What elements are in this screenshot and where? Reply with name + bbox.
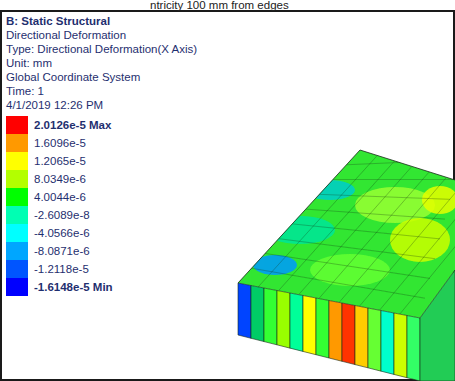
mesh-line bbox=[346, 160, 455, 165]
contour-patch bbox=[310, 254, 390, 286]
front-face-strip bbox=[368, 308, 381, 371]
result-info: Global Coordinate System bbox=[6, 70, 140, 84]
contour-patch bbox=[265, 216, 335, 244]
legend-swatch bbox=[6, 260, 28, 278]
result-info: Type: Directional Deformation(X Axis) bbox=[6, 42, 197, 56]
legend-value: -8.0871e-6 bbox=[34, 244, 90, 258]
mesh-line bbox=[319, 194, 450, 199]
front-face-strip bbox=[277, 291, 290, 349]
legend-value: 1.6096e-5 bbox=[34, 136, 86, 150]
contour-patch bbox=[390, 218, 450, 262]
front-face-strip bbox=[394, 313, 407, 378]
legend-value: 4.0044e-6 bbox=[34, 190, 86, 204]
result-info: 4/1/2019 12:26 PM bbox=[6, 98, 103, 112]
front-face-strip bbox=[251, 286, 264, 342]
result-title: B: Static Structural bbox=[6, 14, 110, 28]
mesh-line bbox=[333, 179, 455, 180]
mesh-line bbox=[278, 161, 394, 291]
front-face-strip bbox=[303, 296, 316, 355]
front-face-strip bbox=[355, 306, 368, 368]
result-info: Unit: mm bbox=[6, 56, 52, 70]
legend-swatch bbox=[6, 134, 28, 152]
result-info: Directional Deformation bbox=[6, 28, 126, 42]
legend-value: 8.0349e-6 bbox=[34, 172, 86, 186]
legend-value: -2.6089e-8 bbox=[34, 208, 90, 222]
legend-swatch bbox=[6, 188, 28, 206]
legend-swatch bbox=[6, 242, 28, 260]
legend-value: 2.0126e-5 Max bbox=[34, 118, 111, 132]
mesh-line bbox=[292, 224, 440, 239]
mesh-line bbox=[279, 239, 435, 259]
legend-swatch bbox=[6, 224, 28, 242]
front-face-strip bbox=[407, 316, 420, 381]
contour-patch bbox=[253, 255, 297, 275]
front-face-strip bbox=[238, 283, 251, 338]
mesh-line bbox=[306, 209, 445, 219]
front-face-strip bbox=[329, 301, 342, 362]
legend-value: 1.2065e-5 bbox=[34, 154, 86, 168]
legend-swatch bbox=[6, 116, 28, 134]
view-frame bbox=[1, 11, 454, 380]
legend-swatch bbox=[6, 278, 28, 296]
mesh-line bbox=[359, 183, 455, 306]
side-face bbox=[420, 270, 455, 381]
mesh-line bbox=[258, 156, 377, 287]
legend-value: -1.6148e-5 Min bbox=[34, 280, 113, 294]
cut-caption: ntricity 100 mm from edges bbox=[150, 0, 289, 12]
legend-swatch bbox=[6, 170, 28, 188]
front-face-strip bbox=[290, 293, 303, 351]
front-face-strip bbox=[342, 303, 355, 365]
deformed-block bbox=[238, 150, 455, 381]
block-edge bbox=[238, 150, 455, 283]
result-info: Time: 1 bbox=[6, 84, 44, 98]
front-face-strip bbox=[264, 288, 277, 345]
legend-value: -1.2118e-5 bbox=[34, 262, 89, 276]
mesh-line bbox=[339, 178, 446, 303]
front-face-strip bbox=[316, 298, 329, 358]
front-face-strip bbox=[381, 311, 394, 375]
legend-swatch bbox=[6, 206, 28, 224]
mesh-line bbox=[319, 172, 429, 298]
legend-value: -4.0566e-6 bbox=[34, 226, 90, 240]
legend-swatch bbox=[6, 152, 28, 170]
mesh-line bbox=[299, 167, 412, 295]
